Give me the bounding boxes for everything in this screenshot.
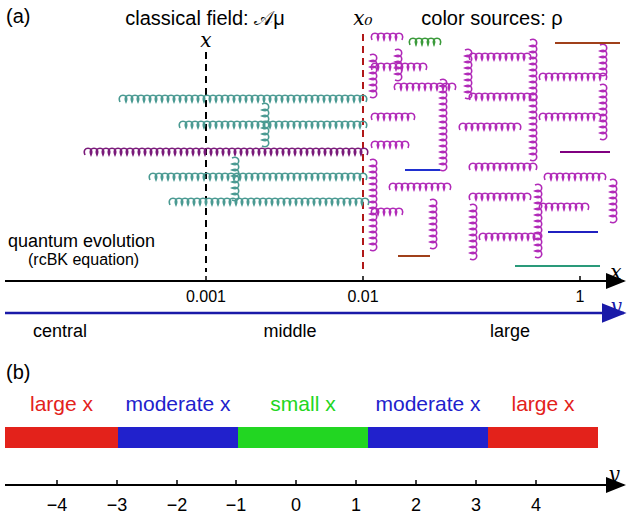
label: 2	[411, 496, 421, 514]
label: color sources: ρ	[421, 8, 562, 28]
label: 0	[291, 496, 301, 514]
label: x	[200, 30, 211, 50]
label: −1	[226, 496, 247, 514]
label: y	[608, 464, 619, 484]
band-label: large x	[488, 393, 598, 414]
band: large x	[488, 393, 598, 449]
label: large	[490, 322, 530, 340]
band: moderate x	[368, 393, 488, 449]
label: 0.01	[347, 289, 378, 305]
band-bar	[5, 427, 118, 448]
y-axis	[5, 484, 624, 486]
band-label: moderate x	[368, 393, 488, 414]
band: small x	[238, 393, 368, 449]
label: (b)	[6, 362, 30, 382]
label: 3	[471, 496, 481, 514]
label: 0.001	[186, 289, 226, 305]
label: 4	[531, 496, 541, 514]
label: x₀	[353, 8, 372, 28]
band-label: moderate x	[118, 393, 238, 414]
band-bar	[368, 427, 488, 448]
gluon-lines	[84, 33, 616, 259]
band-bar	[118, 427, 238, 448]
label: −2	[167, 496, 188, 514]
y-axis	[5, 312, 624, 315]
label: middle	[263, 322, 316, 340]
label: y	[610, 296, 621, 316]
label: x	[610, 262, 621, 282]
label: (a)	[6, 6, 30, 26]
label: (rcBK equation)	[28, 252, 139, 268]
label: 1	[351, 496, 361, 514]
label: 1	[576, 289, 585, 305]
label: classical field: 𝒜μ	[125, 8, 284, 28]
band: large x	[5, 393, 118, 449]
x-axis	[5, 280, 624, 282]
band-bar	[488, 427, 598, 448]
label: quantum evolution	[8, 232, 155, 250]
band-label: small x	[238, 393, 368, 414]
band: moderate x	[118, 393, 238, 449]
band-label: large x	[5, 393, 118, 414]
band-bar	[238, 427, 368, 448]
label: central	[33, 322, 87, 340]
dashed-line	[205, 52, 207, 272]
label: −3	[107, 496, 128, 514]
label: −4	[47, 496, 68, 514]
